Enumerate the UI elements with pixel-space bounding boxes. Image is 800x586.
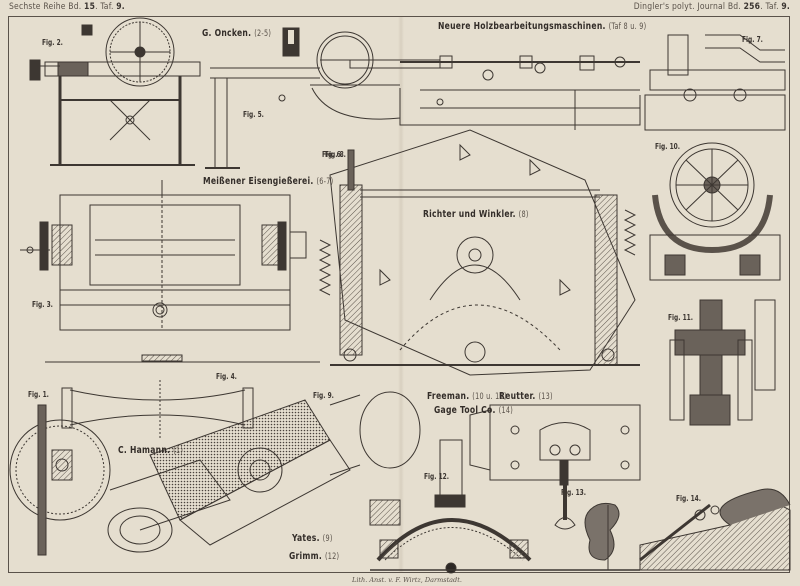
fig14-drawing [584, 488, 791, 571]
section-freeman-ref: (10 u. 11) [472, 392, 507, 402]
fig13-label: Fig. 13. [561, 488, 587, 497]
section-freeman: Freeman. (10 u. 11) [427, 391, 507, 402]
section-yates-text: Yates. [292, 533, 320, 544]
section-reutter-text: Reutter. [499, 391, 536, 402]
section-gage-ref: (14) [498, 406, 514, 416]
fig13-drawing [469, 404, 641, 530]
section-meissen-ref: (6-7) [316, 177, 334, 187]
section-hamann-text: C. Hamann. [118, 445, 171, 456]
header-right: Dingler's polyt. Journal Bd. 256. Taf. 9… [634, 2, 790, 12]
section-grimm: Grimm. (12) [289, 551, 339, 562]
section-oncken-ref: (2-5) [254, 29, 272, 39]
main-title-ref: (Taf 8 u. 9) [608, 22, 647, 32]
header-left-prefix: Sechste Reihe Bd. [9, 2, 82, 12]
fig10-label: Fig. 10. [655, 142, 681, 151]
fig11-label: Fig. 11. [668, 313, 694, 322]
fig6-drawing [310, 31, 641, 130]
section-yates-ref: (9) [322, 534, 333, 544]
fig5-label: Fig. 5. [243, 110, 264, 119]
section-oncken: G. Oncken. (2-5) [202, 28, 271, 39]
section-gage: Gage Tool Co. (14) [434, 405, 513, 416]
fig4-label: Fig. 4. [216, 372, 237, 381]
page-fold [398, 16, 404, 573]
fig8-label: Fig. 8. [325, 150, 346, 159]
fig12-label: Fig. 12. [424, 472, 450, 481]
section-meissen: Meißener Eisengießerei. (6-7) [203, 176, 333, 187]
section-gage-text: Gage Tool Co. [434, 405, 496, 416]
fig9-drawing [107, 391, 421, 553]
fig2-drawing [29, 17, 201, 166]
fig3-label: Fig. 3. [32, 300, 53, 309]
section-reutter: Reutter. (13) [499, 391, 553, 402]
header-left-plate: 9. [116, 2, 125, 12]
section-freeman-text: Freeman. [427, 391, 470, 402]
section-oncken-text: G. Oncken. [202, 28, 252, 39]
fig11-drawing [669, 299, 776, 426]
section-richter: Richter und Winkler. (8) [423, 209, 529, 220]
main-title-text: Neuere Holzbearbeitungsmaschinen. [438, 21, 606, 32]
header-left-plate-prefix: . Taf. [95, 2, 114, 12]
header-left-volume: 15 [84, 2, 96, 12]
section-grimm-text: Grimm. [289, 551, 323, 562]
fig14-label: Fig. 14. [676, 494, 702, 503]
fig10-drawing [649, 142, 781, 281]
plate-frame [8, 16, 790, 573]
fig6-label: Fig. 6. [322, 150, 343, 159]
fig8-drawing [318, 129, 640, 376]
fig1-label: Fig. 1. [28, 390, 49, 399]
header-right-volume: 256 [743, 2, 761, 12]
fig1-drawing [9, 404, 111, 556]
fig4-drawing [61, 380, 254, 440]
section-grimm-ref: (12) [324, 552, 340, 562]
section-richter-text: Richter und Winkler. [423, 209, 516, 220]
fig5-drawing [205, 27, 320, 169]
fig3-drawing [20, 180, 320, 363]
header-right-plate-prefix: . Taf. [760, 2, 779, 12]
section-reutter-ref: (13) [538, 392, 553, 402]
fig7-drawing [644, 34, 786, 131]
section-yates: Yates. (9) [292, 533, 333, 544]
header-left: Sechste Reihe Bd. 15. Taf. 9. [9, 2, 125, 12]
header-right-plate: 9. [781, 2, 790, 12]
fig7-label: Fig. 7. [742, 35, 763, 44]
section-hamann: C. Hamann. (1) [118, 445, 183, 456]
header-right-prefix: Dingler's polyt. Journal Bd. [633, 2, 741, 12]
imprint: Lith. Anst. v. F. Wirtz, Darmstadt. [352, 576, 462, 584]
main-title: Neuere Holzbearbeitungsmaschinen. (Taf 8… [438, 21, 646, 32]
section-meissen-text: Meißener Eisengießerei. [203, 176, 314, 187]
fig12-drawing [370, 439, 640, 574]
section-hamann-ref: (1) [173, 446, 184, 456]
section-richter-ref: (8) [518, 210, 529, 220]
fig9-label: Fig. 9. [313, 391, 334, 400]
fig2-label: Fig. 2. [42, 38, 63, 47]
